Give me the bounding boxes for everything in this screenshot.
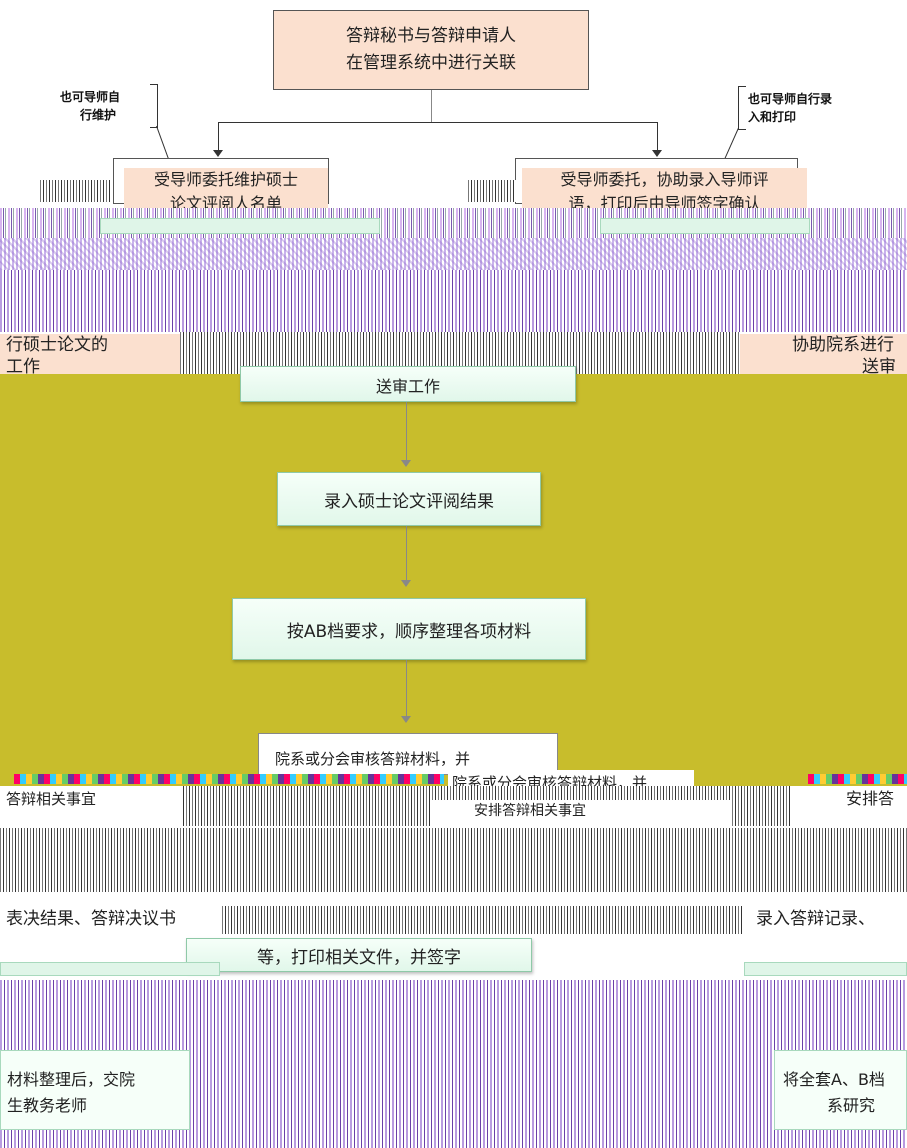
step-ab-label: 按AB档要求，顺序整理各项材料 bbox=[286, 621, 532, 642]
right-mid-line1: 协助院系进行 bbox=[792, 335, 894, 355]
left-vote-box: 表决结果、答辩决议书 bbox=[0, 900, 222, 940]
left-mid-box: 行硕士论文的 工作 bbox=[0, 334, 180, 378]
connector-split bbox=[218, 122, 658, 123]
step-results-label: 录入硕士论文评阅结果 bbox=[324, 491, 494, 512]
glitch-band-3 bbox=[0, 270, 907, 332]
glitch-band-2 bbox=[0, 238, 907, 270]
connector-top bbox=[431, 90, 432, 123]
left-mid-line2: 工作 bbox=[6, 357, 40, 377]
arrow-2 bbox=[401, 580, 411, 587]
arrow-left-head bbox=[213, 150, 223, 157]
right-mid-box: 协助院系进行 送审 bbox=[740, 334, 907, 378]
note-left-line2: 行维护 bbox=[80, 108, 117, 122]
left-final-line2: 生教务老师 bbox=[7, 1096, 88, 1115]
arrow-right-head bbox=[652, 150, 662, 157]
note-right-bracket bbox=[738, 86, 746, 130]
start-box-line1: 答辩秘书与答辩申请人 bbox=[346, 26, 516, 46]
glitch-strip-left-2 bbox=[0, 962, 220, 976]
arrow-1 bbox=[401, 460, 411, 467]
connector-left-down bbox=[218, 122, 219, 152]
right-vote-label: 录入答辩记录、 bbox=[756, 909, 875, 929]
glitch-left-ticks bbox=[40, 180, 112, 202]
left-arrange-label: 答辩相关事宜 bbox=[6, 790, 97, 808]
send-review-label: 送审工作 bbox=[375, 377, 440, 396]
send-review-box: 送审工作 bbox=[240, 366, 576, 402]
glitch-strip-right-2 bbox=[744, 962, 907, 976]
glitch-colorbar-right bbox=[808, 774, 907, 784]
glitch-band-7 bbox=[222, 906, 742, 934]
start-box: 答辩秘书与答辩申请人 在管理系统中进行关联 bbox=[273, 10, 589, 90]
step-results-box: 录入硕士论文评阅结果 bbox=[277, 472, 541, 526]
right-arrange-box: 安排答 bbox=[792, 786, 907, 828]
note-right: 也可导师自行录 入和打印 bbox=[748, 90, 888, 126]
step-check-line3: 安排答辩相关事宜 bbox=[474, 803, 586, 819]
print-sign-box: 等，打印相关文件，并签字 bbox=[186, 938, 532, 972]
glitch-colorbar-left bbox=[14, 774, 444, 784]
right-vote-box: 录入答辩记录、 bbox=[746, 900, 907, 940]
right-mid-line2: 送审 bbox=[862, 357, 896, 377]
background-region bbox=[0, 374, 907, 786]
glitch-strip-right bbox=[600, 218, 810, 234]
left-final-box: 材料整理后，交院 生教务老师 bbox=[0, 1050, 190, 1130]
connector-right-down bbox=[657, 122, 658, 152]
note-left: 也可导师自 行维护 bbox=[60, 88, 160, 124]
note-right-pointer bbox=[724, 127, 739, 160]
start-box-line2: 在管理系统中进行关联 bbox=[346, 53, 516, 73]
right-final-line2: 系研究 bbox=[827, 1096, 876, 1115]
right-final-box: 将全套A、B档 系研究 bbox=[774, 1050, 907, 1130]
arrow-3 bbox=[401, 716, 411, 723]
left-final-line1: 材料整理后，交院 bbox=[7, 1070, 136, 1089]
note-left-bracket bbox=[150, 84, 158, 128]
left-vote-label: 表决结果、答辩决议书 bbox=[6, 909, 176, 929]
note-left-pointer bbox=[156, 125, 170, 160]
connector-1 bbox=[406, 402, 407, 462]
note-right-line1: 也可导师自行录 bbox=[748, 92, 833, 106]
right-task-line1: 受导师委托，协助录入导师评 bbox=[560, 170, 769, 189]
arrange-center-box: 安排答辩相关事宜 bbox=[432, 800, 732, 826]
note-right-line2: 入和打印 bbox=[748, 110, 797, 124]
left-mid-line1: 行硕士论文的 bbox=[6, 335, 108, 355]
left-arrange-box: 答辩相关事宜 bbox=[0, 786, 182, 828]
connector-3 bbox=[406, 660, 407, 718]
left-task-line1: 受导师委托维护硕士 bbox=[153, 170, 298, 189]
glitch-mid-ticks bbox=[468, 180, 516, 202]
right-arrange-label: 安排答 bbox=[846, 789, 895, 808]
step-ab-box: 按AB档要求，顺序整理各项材料 bbox=[232, 598, 586, 660]
step-check-box: 院系或分会审核答辩材料，并 bbox=[258, 733, 558, 775]
glitch-band-6 bbox=[0, 828, 907, 892]
connector-2 bbox=[406, 526, 407, 582]
glitch-strip-left bbox=[100, 218, 380, 234]
right-final-line1: 将全套A、B档 bbox=[783, 1070, 885, 1089]
note-left-line1: 也可导师自 bbox=[60, 90, 121, 104]
step-check-line1: 院系或分会审核答辩材料，并 bbox=[275, 750, 471, 768]
print-sign-label: 等，打印相关文件，并签字 bbox=[257, 947, 461, 968]
